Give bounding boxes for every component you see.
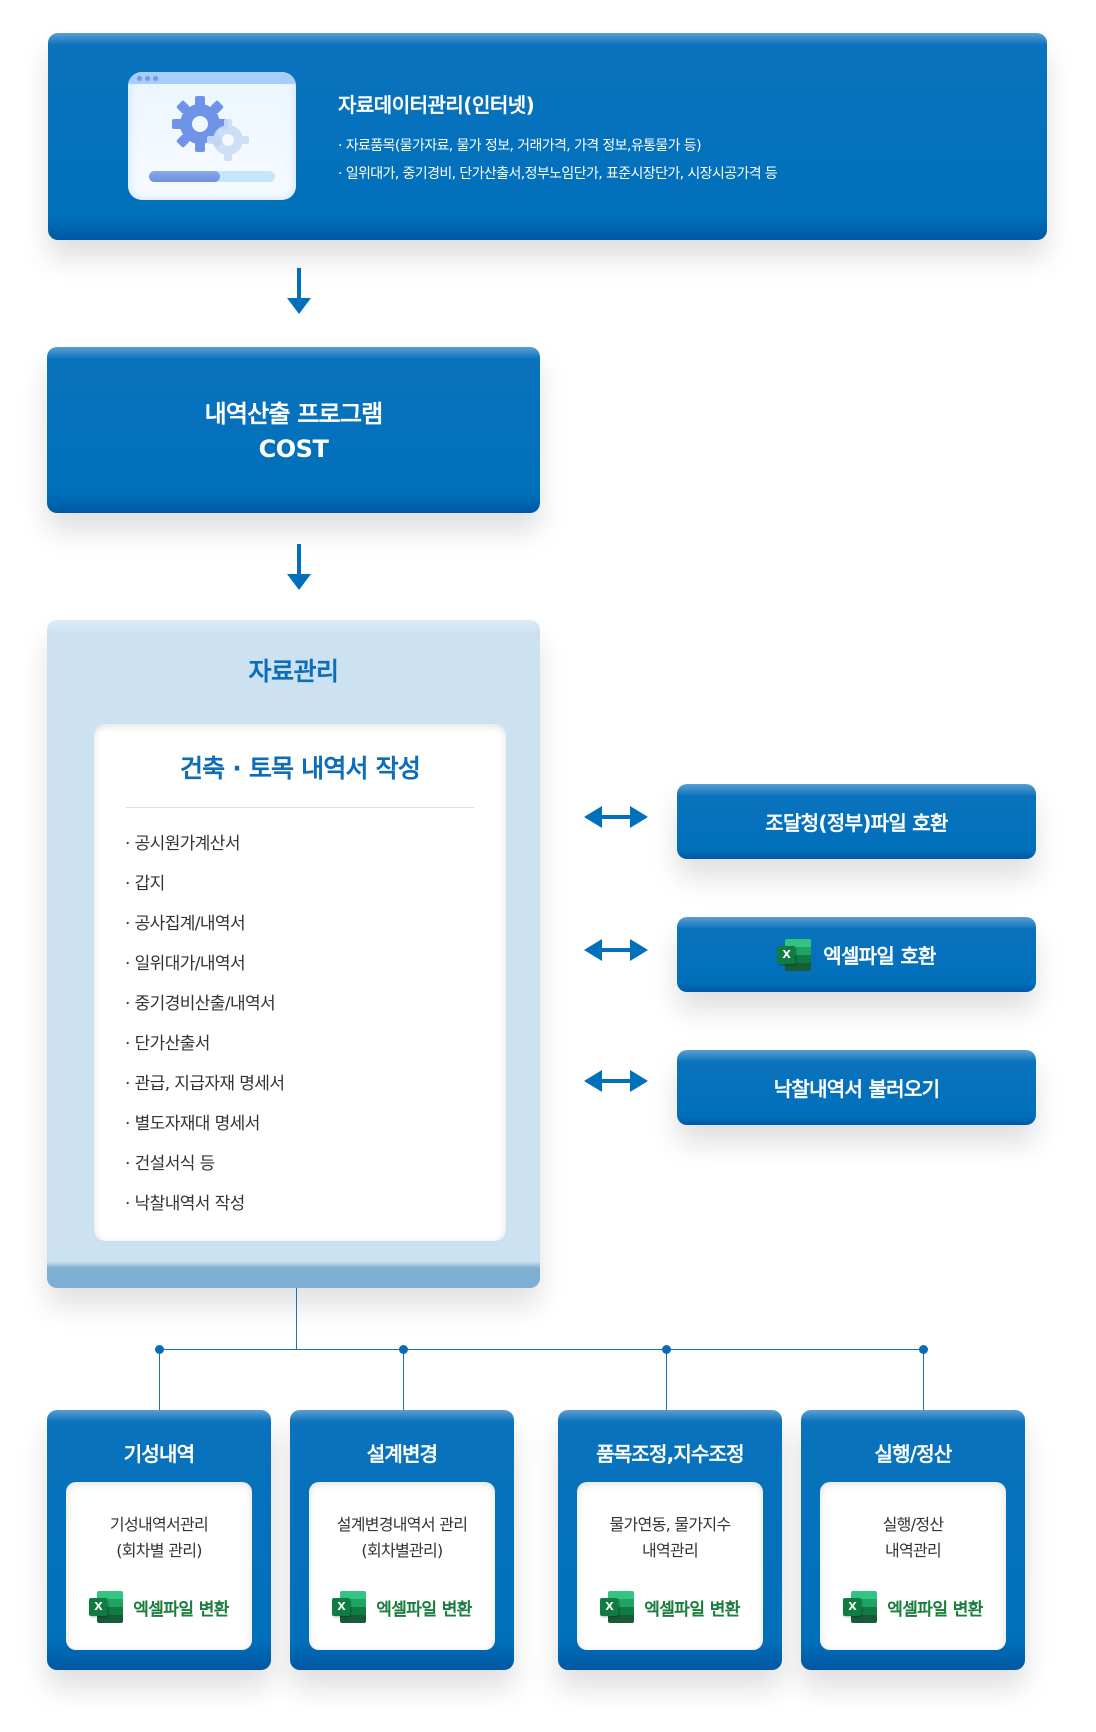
card-title: 설계변경 [366,1442,438,1466]
panel-title: 자료관리 [248,657,339,686]
excel-convert-label: 엑셀파일 변환 [376,1599,472,1620]
procurement-file-compat-button[interactable]: 조달청(정부)파일 호환 [677,784,1036,859]
excel-convert-label: 엑셀파일 변환 [133,1599,229,1620]
settings-window-icon [128,72,296,200]
double-arrow-icon [584,1070,648,1092]
list-item: · 건설서식 등 [125,1154,215,1174]
connector-line [296,1288,297,1350]
excel-convert-label: 엑셀파일 변환 [644,1599,740,1620]
connector-dot [919,1345,928,1354]
card-description: 실행/정산 [882,1515,944,1534]
excel-icon: X [89,1591,124,1623]
card-description: 내역관리 [884,1541,942,1560]
list-item: · 낙찰내역서 작성 [125,1194,245,1214]
list-item: · 갑지 [125,874,165,894]
excel-file-compat-button[interactable]: X 엑셀파일 호환 [677,917,1036,992]
connector-line [666,1349,667,1410]
button-label: 낙찰내역서 불러오기 [773,1077,940,1101]
connector-line [403,1349,404,1410]
progress-statement-card: 기성내역 기성내역서관리 (회차별 관리) X 엑셀파일 변환 [47,1410,271,1670]
card-description: (회차별 관리) [116,1541,202,1560]
double-arrow-icon [584,806,648,828]
connector-dot [399,1345,408,1354]
excel-convert-button[interactable]: X 엑셀파일 변환 [66,1591,252,1623]
data-management-line: · 일위대가, 중기경비, 단가산출서,정부노임단가, 표준시장단가, 시장시공… [338,166,778,182]
connector-dot [662,1345,671,1354]
excel-convert-button[interactable]: X 엑셀파일 변환 [820,1591,1006,1623]
arrow-down-icon [287,268,311,316]
document-list: · 공시원가계산서 · 갑지 · 공사집계/내역서 · 일위대가/내역서 · 중… [125,824,285,1224]
execution-settlement-card: 실행/정산 실행/정산 내역관리 X 엑셀파일 변환 [801,1410,1025,1670]
button-label: 조달청(정부)파일 호환 [765,811,948,835]
excel-convert-button[interactable]: X 엑셀파일 변환 [309,1591,495,1623]
excel-icon: X [843,1591,878,1623]
data-management-line: · 자료품목(물가자료, 물가 정보, 거래가격, 가격 정보,유통물가 등) [338,138,702,154]
program-subtitle: COST [258,435,329,463]
card-title: 품목조정,지수조정 [596,1442,744,1466]
arrow-down-icon [287,544,311,592]
list-item: · 공사집계/내역서 [125,914,246,934]
connector-line [159,1349,924,1350]
button-label: 엑셀파일 호환 [823,944,936,968]
divider [126,807,474,808]
card-description: 물가연동, 물가지수 [609,1515,732,1534]
card-title: 기성내역 [123,1442,195,1466]
card-description: 설계변경내역서 관리 [336,1515,468,1534]
list-item: · 별도자재대 명세서 [125,1114,260,1134]
price-adjustment-card: 품목조정,지수조정 물가연동, 물가지수 내역관리 X 엑셀파일 변환 [558,1410,782,1670]
list-item: · 관급, 지급자재 명세서 [125,1074,285,1094]
load-bid-statement-button[interactable]: 낙찰내역서 불러오기 [677,1050,1036,1125]
list-item: · 중기경비산출/내역서 [125,994,276,1014]
card-description: 내역관리 [641,1541,699,1560]
progress-bar [149,171,220,182]
list-item: · 일위대가/내역서 [125,954,246,974]
program-title: 내역산출 프로그램 [204,400,384,428]
data-management-panel: 자료관리 건축 · 토목 내역서 작성 · 공시원가계산서 · 갑지 · 공사집… [47,620,540,1288]
data-management-title: 자료데이터관리(인터넷) [338,93,535,117]
data-management-block: 자료데이터관리(인터넷) · 자료품목(물가자료, 물가 정보, 거래가격, 가… [48,33,1047,240]
cost-program-block: 내역산출 프로그램 COST [47,347,540,513]
statement-card-title: 건축 · 토목 내역서 작성 [179,754,421,783]
excel-convert-label: 엑셀파일 변환 [887,1599,983,1620]
double-arrow-icon [584,939,648,961]
card-description: 기성내역서관리 [109,1515,209,1534]
excel-icon: X [777,938,812,971]
connector-line [923,1349,924,1410]
card-description: (회차별관리) [361,1541,443,1560]
design-change-card: 설계변경 설계변경내역서 관리 (회차별관리) X 엑셀파일 변환 [290,1410,514,1670]
card-title: 실행/정산 [874,1442,953,1466]
connector-dot [155,1345,164,1354]
list-item: · 공시원가계산서 [125,834,240,854]
list-item: · 단가산출서 [125,1034,210,1054]
statement-card: 건축 · 토목 내역서 작성 · 공시원가계산서 · 갑지 · 공사집계/내역서… [94,724,506,1241]
connector-line [159,1349,160,1410]
excel-convert-button[interactable]: X 엑셀파일 변환 [577,1591,763,1623]
excel-icon: X [332,1591,367,1623]
excel-icon: X [600,1591,635,1623]
